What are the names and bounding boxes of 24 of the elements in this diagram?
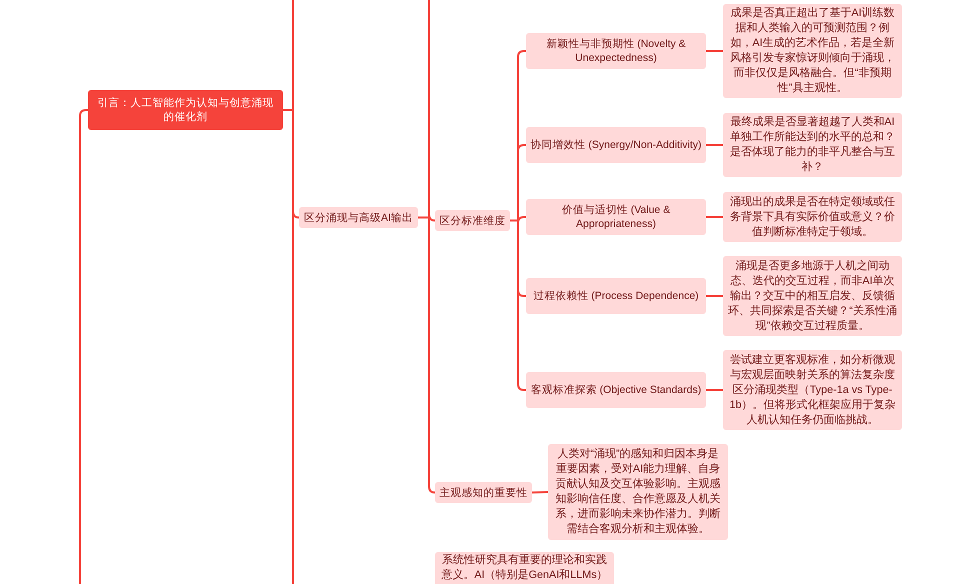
description-box: 涌现出的成果是否在特定领域或任务背景下具有实际价值或意义？价值判断标准特定于领域。 xyxy=(723,192,902,242)
topic-box: 新颖性与非预期性 (Novelty & Unexpectedness) xyxy=(526,33,706,69)
topic-box: 区分涌现与高级AI输出 xyxy=(299,207,418,228)
connector-line xyxy=(706,50,723,52)
topic-box: 协同增效性 (Synergy/Non-Additivity) xyxy=(526,127,706,163)
connector-line xyxy=(510,220,526,391)
description-box: 系统性研究具有重要的理论和实践意义。AI（特别是GenAI和LLMs） xyxy=(435,552,614,584)
topic-box: 主观感知的重要性 xyxy=(435,482,532,503)
connector-line xyxy=(532,491,548,494)
connector-line xyxy=(706,144,723,146)
root-topic-box: 引言：人工智能作为认知与创意涌现的催化剂 xyxy=(88,90,283,130)
topic-box: 价值与适切性 (Value & Appropriateness) xyxy=(526,199,706,235)
connector-line xyxy=(706,389,723,391)
topic-box: 区分标准维度 xyxy=(435,210,510,231)
description-box: 涌现是否更多地源于人机之间动态、迭代的交互过程，而非AI单次输出？交互中的相互启发、反馈循环、共同探索是否关键？“关系性涌现”依赖交互过程质量。 xyxy=(723,256,902,336)
description-box: 最终成果是否显著超越了人类和AI单独工作所能达到的水平的总和？是否体现了能力的非平凡整合与互补？ xyxy=(723,113,902,177)
description-box: 尝试建立更客观标准，如分析微观与宏观层面映射关系的算法复杂度区分涌现类型（Type-1a vs Type-1b）。但将形式化框架应用于复杂人机认知任务仍面临挑战。 xyxy=(723,350,902,430)
topic-box: 过程依赖性 (Process Dependence) xyxy=(526,278,706,314)
connector-line xyxy=(706,295,723,297)
description-box: 成果是否真正超出了基于AI训练数据和人类输入的可预测范围？例如，AI生成的艺术作品，若是全新风格引发专家惊讶则倾向于涌现，而非仅仅是风格融合。但“非预期性”具主观性。 xyxy=(723,4,902,98)
description-box: 人类对“涌现”的感知和归因本身是重要因素，受对AI能力理解、自身贡献认知及交互体验影响。主观感知影响信任度、合作意愿及人机关系，进而影响未来协作潜力。判断需结合客观分析和主观体验。 xyxy=(548,444,728,540)
connector-line xyxy=(706,216,723,218)
topic-box: 客观标准探索 (Objective Standards) xyxy=(526,372,706,408)
connector-line xyxy=(418,216,436,494)
